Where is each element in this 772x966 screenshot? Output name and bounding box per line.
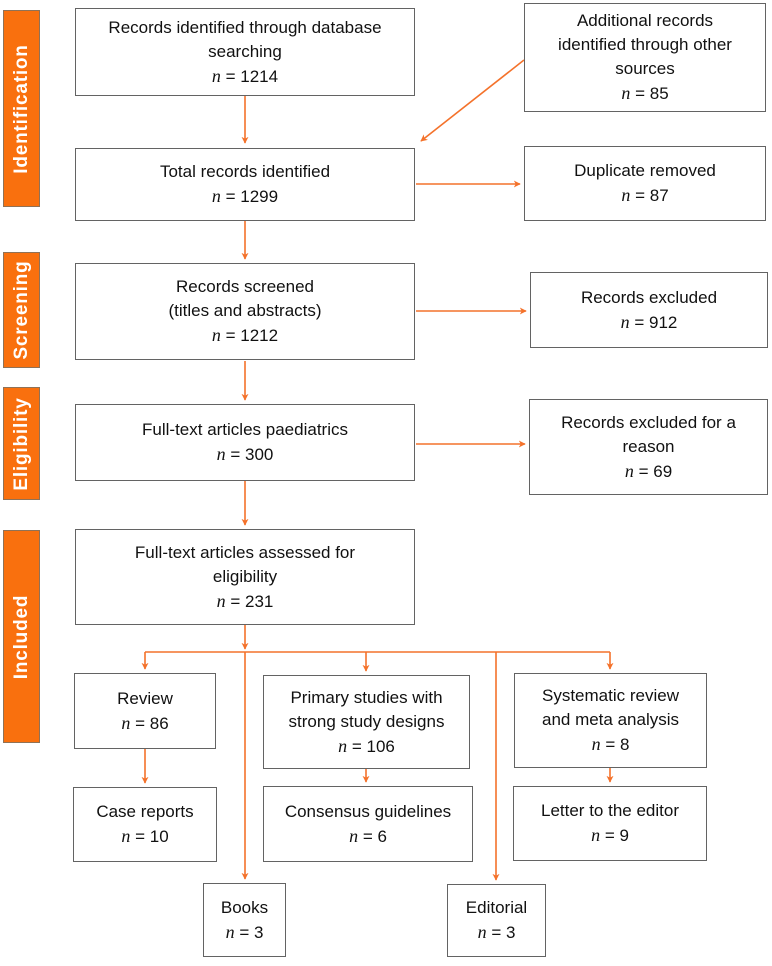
box-systematic-review-count: n= 8 [591,734,630,754]
box-duplicate-removed-count: n= 87 [621,185,669,205]
box-fulltext-paediatrics: Full-text articles paediatrics n= 300 [75,404,415,481]
box-additional-records: Additional records identified through ot… [524,3,766,112]
box-editorial: Editorial n= 3 [447,884,546,957]
box-letter-editor: Letter to the editor n= 9 [513,786,707,861]
n-symbol: n [349,825,359,846]
box-records-screened-text: Records screened (titles and abstracts) [168,277,322,320]
box-records-excluded-text: Records excluded [580,287,718,307]
n-symbol: n [621,185,631,205]
n-symbol: n [591,825,601,845]
box-fulltext-paediatrics-text: Full-text articles paediatrics [142,420,348,439]
box-fulltext-assessed-count: n= 231 [216,590,274,611]
stage-included: Included [3,530,40,743]
box-case-reports: Case reports n= 10 [73,787,217,862]
n-symbol: n [121,712,131,733]
n-symbol: n [477,922,487,942]
stage-identification-label: Identification [10,43,32,174]
n-symbol: n [216,444,226,464]
stage-included-label: Included [10,594,32,679]
n-symbol: n [620,311,630,332]
stage-eligibility: Eligibility [3,387,40,500]
n-symbol: n [211,65,221,86]
box-letter-editor-text: Letter to the editor [541,801,679,820]
box-additional-records-text: Additional records identified through ot… [558,11,732,78]
box-primary-studies: Primary studies with strong study design… [263,675,470,769]
box-fulltext-assessed-text: Full-text articles assessed for eligibil… [134,542,356,586]
n-symbol: n [211,325,221,345]
box-consensus-guidelines: Consensus guidelines n= 6 [263,786,473,862]
box-primary-studies-count: n= 106 [338,735,395,756]
n-symbol: n [338,735,348,756]
stage-screening-label: Screening [10,260,32,360]
box-excluded-reason: Records excluded for a reason n= 69 [529,399,768,495]
box-records-excluded-count: n= 912 [620,311,678,332]
box-editorial-count: n= 3 [477,922,516,942]
box-review: Review n= 86 [74,673,216,749]
arrow-additional-to-total [420,59,525,142]
box-review-text: Review [117,688,173,708]
box-systematic-review-text: Systematic review and meta analysis [541,686,680,729]
n-symbol: n [621,83,631,103]
box-books-count: n= 3 [225,921,264,942]
box-total-records: Total records identified n= 1299 [75,148,415,221]
n-symbol: n [121,826,131,846]
box-additional-records-count: n= 85 [621,83,669,103]
n-symbol: n [624,460,634,481]
box-fulltext-paediatrics-count: n= 300 [216,444,274,464]
stage-eligibility-label: Eligibility [10,396,32,491]
box-total-records-text: Total records identified [159,162,331,181]
box-duplicate-removed: Duplicate removed n= 87 [524,146,766,221]
box-systematic-review: Systematic review and meta analysis n= 8 [514,673,707,768]
box-editorial-text: Editorial [465,898,528,917]
box-case-reports-text: Case reports [96,802,194,821]
box-records-excluded: Records excluded n= 912 [530,272,768,348]
box-excluded-reason-count: n= 69 [624,460,673,481]
n-symbol: n [211,186,221,206]
stage-screening: Screening [3,252,40,368]
box-case-reports-count: n= 10 [121,826,169,846]
box-duplicate-removed-text: Duplicate removed [574,161,716,180]
box-excluded-reason-text: Records excluded for a reason [561,412,736,456]
box-records-screened: Records screened (titles and abstracts) … [75,263,415,360]
box-letter-editor-count: n= 9 [591,825,629,845]
box-consensus-guidelines-count: n= 6 [349,825,387,846]
n-symbol: n [216,590,226,611]
stage-identification: Identification [3,10,40,207]
box-consensus-guidelines-text: Consensus guidelines [284,801,452,821]
box-primary-studies-text: Primary studies with strong study design… [288,687,445,731]
box-books: Books n= 3 [203,883,286,957]
box-records-identified: Records identified through database sear… [75,8,415,96]
box-total-records-count: n= 1299 [211,186,279,206]
n-symbol: n [591,734,601,754]
box-review-count: n= 86 [121,712,169,733]
box-records-identified-text: Records identified through database sear… [108,17,382,61]
box-records-identified-count: n= 1214 [211,65,279,86]
box-records-screened-count: n= 1212 [211,325,279,345]
box-books-text: Books [220,897,269,917]
n-symbol: n [225,921,235,942]
box-fulltext-assessed: Full-text articles assessed for eligibil… [75,529,415,625]
